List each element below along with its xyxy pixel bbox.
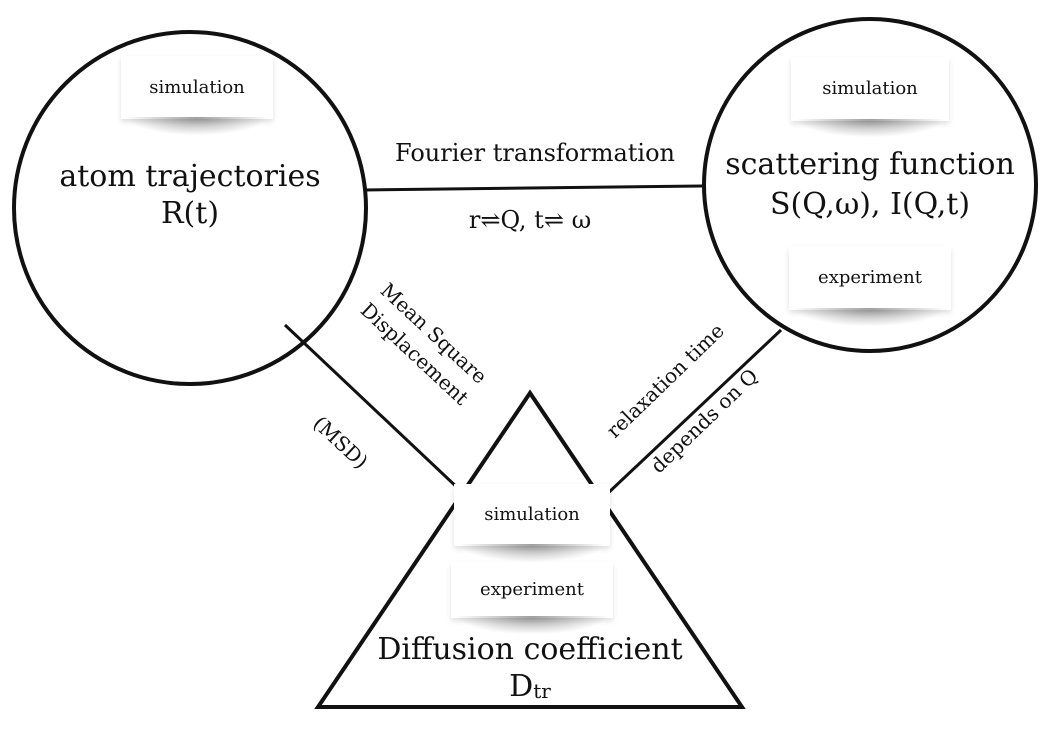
atom-simulation-card: simulation <box>121 56 273 135</box>
atom-trajectories-title: atom trajectories <box>59 159 321 194</box>
diffusion-simulation-card: simulation <box>454 484 610 562</box>
atom-trajectories-circle <box>12 30 368 386</box>
diffusion-coefficient-title: Diffusion coefficient <box>377 632 683 667</box>
diffusion-experiment-label: experiment <box>480 579 584 600</box>
edge-top-relation: r⇌Q, t⇌ ω <box>468 206 592 234</box>
scattering-experiment-card: experiment <box>789 246 951 326</box>
edge-right-line <box>604 328 783 497</box>
scattering-function-circle <box>702 17 1038 353</box>
edge-top-label: Fourier transformation <box>395 139 675 167</box>
diffusion-simulation-label: simulation <box>484 504 580 525</box>
diffusion-coefficient-triangle <box>314 389 746 709</box>
atom-trajectories-formula: R(t) <box>160 196 220 231</box>
diffusion-experiment-card: experiment <box>451 562 613 634</box>
atom-simulation-label: simulation <box>149 77 245 98</box>
scattering-simulation-label: simulation <box>822 78 918 99</box>
diffusion-symbol-sub: tr <box>533 679 551 703</box>
scattering-experiment-label: experiment <box>818 267 922 288</box>
diffusion-symbol-main: D <box>509 669 534 704</box>
scattering-function-title: scattering function <box>725 147 1015 182</box>
diffusion-coefficient-symbol: Dtr <box>380 669 680 705</box>
edge-left-line <box>283 323 464 494</box>
scattering-function-formula: S(Q,ω), I(Q,t) <box>769 187 971 222</box>
edge-top-line <box>363 184 703 192</box>
scattering-simulation-card: simulation <box>791 57 949 137</box>
